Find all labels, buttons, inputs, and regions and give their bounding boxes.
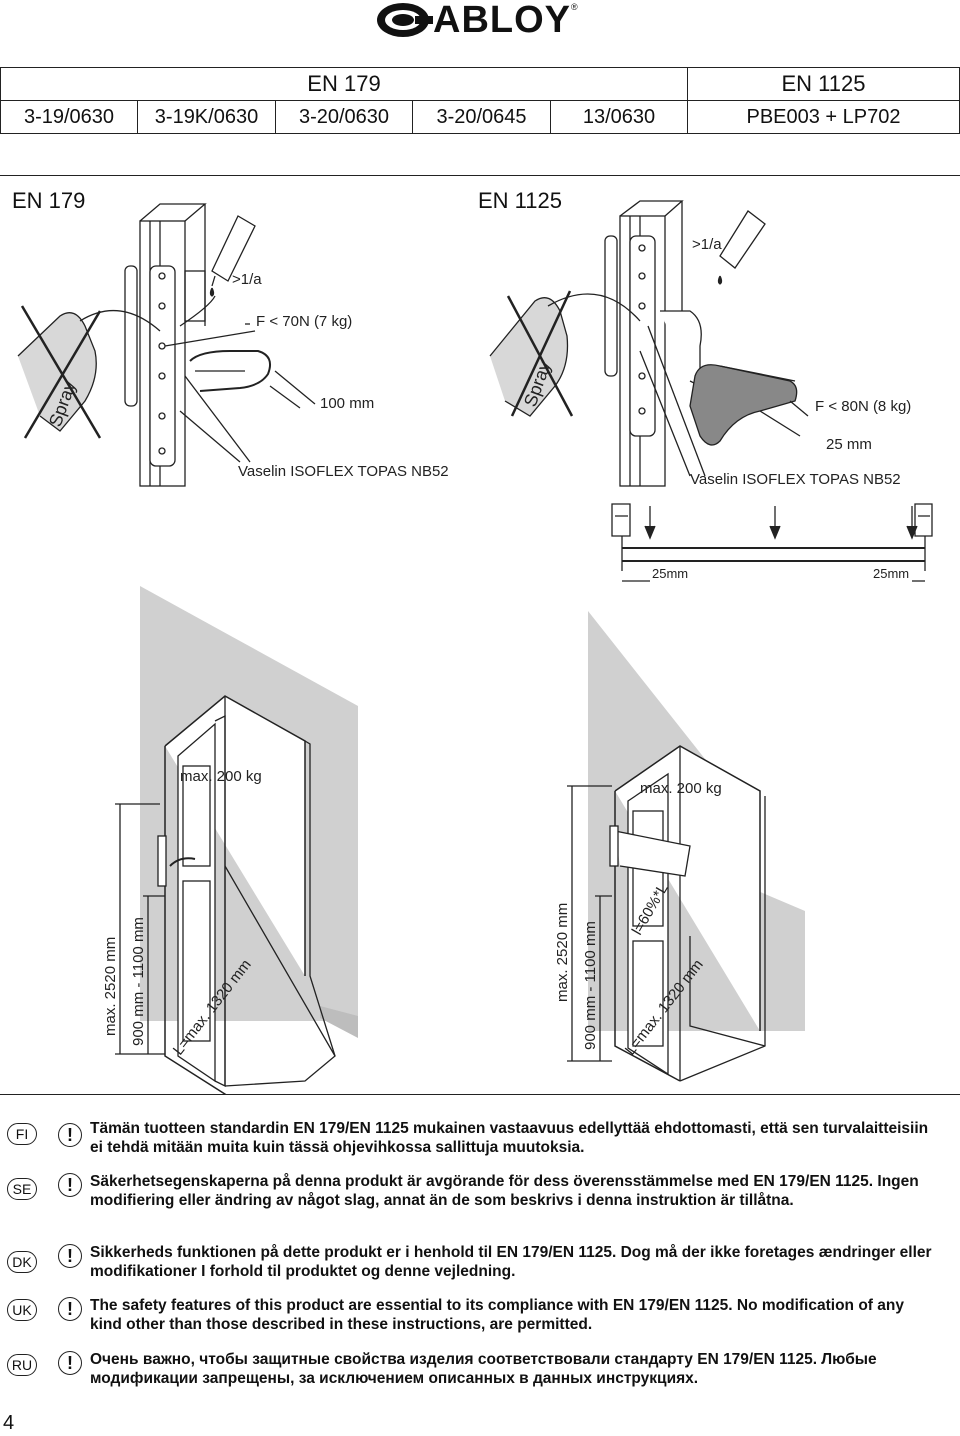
interval-left: >1/a <box>232 271 262 288</box>
language-code: FI <box>7 1123 37 1145</box>
door-right-weight: max. 200 kg <box>640 780 722 797</box>
door-left-weight: max. 200 kg <box>180 768 262 785</box>
model-cell: 3-20/0645 <box>412 100 551 134</box>
brand-name: ABLOY <box>433 0 571 41</box>
model-cell: 3-19K/0630 <box>137 100 276 134</box>
left-figure-title: EN 179 <box>12 188 86 213</box>
model-cell: PBE003 + LP702 <box>687 100 960 134</box>
warning-text: Sikkerheds funktionen på dette produkt e… <box>90 1244 932 1280</box>
force-left: F < 70N (7 kg) <box>256 313 352 330</box>
warning-icon: ! <box>58 1244 82 1268</box>
key-logo-icon <box>377 3 433 37</box>
standards-table: EN 179 EN 1125 3-19/0630 3-19K/0630 3-20… <box>0 67 960 134</box>
distance-left: 100 mm <box>320 395 374 412</box>
bar-offset-right: 25mm <box>873 566 909 581</box>
warning-text: Säkerhetsegenskaperna på denna produkt ä… <box>90 1173 919 1209</box>
group-en1125: EN 1125 <box>687 67 960 101</box>
distance-right: 25 mm <box>826 436 872 453</box>
door-right-height: max. 2520 mm <box>554 903 571 1002</box>
warning-icon: ! <box>58 1351 82 1375</box>
language-code: RU <box>7 1354 37 1376</box>
language-code: SE <box>7 1178 37 1200</box>
right-figure-title: EN 1125 <box>478 188 562 213</box>
model-cell: 3-19/0630 <box>0 100 138 134</box>
installation-drawing: Spray >1/a F < 70N (7 kg) 100 mm Vaselin… <box>17 200 933 1094</box>
language-code: DK <box>7 1251 37 1273</box>
bar-offset-left: 25mm <box>652 566 688 581</box>
warning-text: Очень важно, чтобы защитные свойства изд… <box>90 1351 877 1387</box>
warning-text: The safety features of this product are … <box>90 1297 904 1333</box>
warning-icon: ! <box>58 1173 82 1197</box>
interval-right: >1/a <box>692 236 722 253</box>
model-cell: 3-20/0630 <box>275 100 413 134</box>
force-right: F < 80N (8 kg) <box>815 398 911 415</box>
installation-figure: EN 179 EN 1125 <box>0 175 960 1095</box>
lubricant-right: Vaselin ISOFLEX TOPAS NB52 <box>690 471 901 488</box>
model-cell: 13/0630 <box>550 100 688 134</box>
door-left-handle-height: 900 mm - 1100 mm <box>130 917 147 1046</box>
language-code: UK <box>7 1299 37 1321</box>
warning-icon: ! <box>58 1123 82 1147</box>
registered-mark: ® <box>571 2 578 12</box>
group-en179: EN 179 <box>0 67 688 101</box>
door-left-height: max. 2520 mm <box>102 937 119 1036</box>
lubricant-left: Vaselin ISOFLEX TOPAS NB52 <box>238 463 449 480</box>
warning-icon: ! <box>58 1297 82 1321</box>
abloy-logo: ABLOY ® <box>375 0 580 40</box>
door-right-handle-height: 900 mm - 1100 mm <box>582 921 599 1050</box>
page-number: 4 <box>3 1412 15 1434</box>
warning-text: Tämän tuotteen standardin EN 179/EN 1125… <box>90 1120 929 1156</box>
